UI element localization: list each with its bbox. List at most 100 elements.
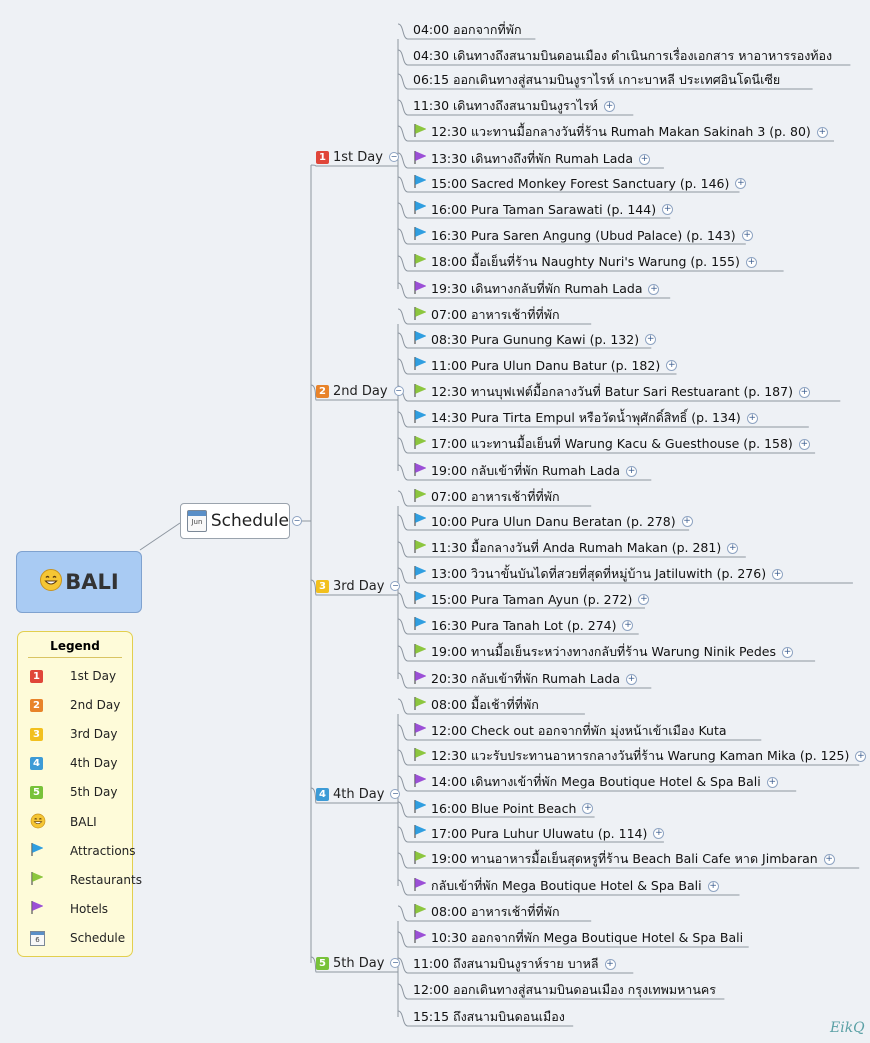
expand-icon[interactable]: + bbox=[681, 515, 693, 527]
expand-icon[interactable]: + bbox=[781, 646, 793, 658]
schedule-item[interactable]: 12:30 แวะรับประทานอาหารกลางวันที่ร้าน Wa… bbox=[413, 747, 867, 765]
schedule-item[interactable]: 16:30 Pura Saren Angung (Ubud Palace) (p… bbox=[413, 226, 753, 244]
schedule-node[interactable]: Jun Schedule bbox=[180, 503, 290, 539]
connector-line bbox=[139, 522, 181, 551]
schedule-item[interactable]: 20:30 กลับเข้าที่พัก Rumah Lada+ bbox=[413, 670, 638, 688]
expand-icon[interactable]: + bbox=[823, 853, 835, 865]
schedule-item[interactable]: 16:00 Blue Point Beach+ bbox=[413, 799, 594, 817]
blue-flag-icon bbox=[413, 512, 427, 530]
item-text: 08:00 อาหารเช้าที่ที่พัก bbox=[431, 904, 560, 919]
day-number-icon: 1 bbox=[30, 669, 43, 683]
schedule-item[interactable]: 16:00 Pura Taman Sarawati (p. 144) + bbox=[413, 200, 674, 218]
expand-icon[interactable]: + bbox=[662, 203, 674, 215]
collapse-icon[interactable]: − bbox=[393, 386, 404, 396]
expand-icon[interactable]: + bbox=[745, 256, 757, 268]
schedule-item[interactable]: 11:30 มื้อกลางวันที่ Anda Rumah Makan (p… bbox=[413, 539, 739, 557]
connector-curve bbox=[397, 176, 409, 193]
collapse-icon[interactable]: − bbox=[390, 958, 401, 968]
schedule-item[interactable]: 14:30 Pura Tirta Empul หรือวัดน้ำพุศักดิ… bbox=[413, 409, 758, 427]
schedule-item[interactable]: 14:00 เดินทางเข้าที่พัก Mega Boutique Ho… bbox=[413, 773, 778, 791]
schedule-item[interactable]: 04:00 ออกจากที่พัก bbox=[413, 21, 522, 39]
schedule-item[interactable]: 15:15 ถึงสนามบินดอนเมือง bbox=[413, 1008, 565, 1026]
item-text: 10:30 ออกจากที่พัก Mega Boutique Hotel &… bbox=[431, 930, 744, 945]
schedule-item[interactable]: 08:00 มื้อเช้าที่ที่พัก bbox=[413, 696, 539, 714]
schedule-collapse-icon[interactable]: − bbox=[292, 516, 302, 526]
schedule-item[interactable]: 10:00 Pura Ulun Danu Beratan (p. 278) + bbox=[413, 512, 693, 530]
schedule-item[interactable]: 06:15 ออกเดินทางสู่สนามบินงูราไรห์ เกาะบ… bbox=[413, 71, 780, 89]
item-text: 16:00 Pura Taman Sarawati (p. 144) bbox=[431, 201, 657, 217]
schedule-item[interactable]: 16:30 Pura Tanah Lot (p. 274)+ bbox=[413, 616, 634, 634]
expand-icon[interactable]: + bbox=[648, 283, 660, 295]
collapse-icon[interactable]: − bbox=[390, 581, 401, 591]
item-text: 10:00 Pura Ulun Danu Beratan (p. 278) bbox=[431, 513, 676, 529]
schedule-item[interactable]: 11:00 Pura Ulun Danu Batur (p. 182)+ bbox=[413, 356, 678, 374]
expand-icon[interactable]: + bbox=[638, 153, 650, 165]
expand-icon[interactable]: + bbox=[798, 386, 810, 398]
schedule-item[interactable]: 17:00 Pura Luhur Uluwatu (p. 114) + bbox=[413, 824, 665, 842]
expand-icon[interactable]: + bbox=[727, 542, 739, 554]
expand-icon[interactable]: + bbox=[772, 568, 784, 580]
schedule-item[interactable]: 04:30 เดินทางถึงสนามบินดอนเมือง ดำเนินกา… bbox=[413, 47, 832, 65]
expand-icon[interactable]: + bbox=[626, 465, 638, 477]
schedule-item[interactable]: 19:00 ทานมื้อเย็นระหว่างทางกลับที่ร้าน W… bbox=[413, 643, 793, 661]
schedule-item[interactable]: 18:00 มื้อเย็นที่ร้าน Naughty Nuri's War… bbox=[413, 253, 757, 271]
schedule-item[interactable]: 13:00 วิวนาขั้นบันไดที่สวยที่สุดที่หมู่บ… bbox=[413, 565, 784, 583]
blue-flag-icon bbox=[413, 174, 427, 192]
schedule-item[interactable]: 15:00 Pura Taman Ayun (p. 272)+ bbox=[413, 590, 650, 608]
expand-icon[interactable]: + bbox=[638, 593, 650, 605]
expand-icon[interactable]: + bbox=[735, 177, 747, 189]
expand-icon[interactable]: + bbox=[653, 827, 665, 839]
expand-icon[interactable]: + bbox=[798, 438, 810, 450]
expand-icon[interactable]: + bbox=[604, 958, 616, 970]
schedule-item[interactable]: 19:00 ทานอาหารมื้อเย็นสุดหรูที่ร้าน Beac… bbox=[413, 850, 835, 868]
expand-icon[interactable]: + bbox=[816, 126, 828, 138]
schedule-item[interactable]: 13:30 เดินทางถึงที่พัก Rumah Lada+ bbox=[413, 150, 650, 168]
schedule-item[interactable]: 08:30 Pura Gunung Kawi (p. 132)+ bbox=[413, 330, 657, 348]
schedule-item[interactable]: กลับเข้าที่พัก Mega Boutique Hotel & Spa… bbox=[413, 877, 719, 895]
schedule-item[interactable]: 11:30 เดินทางถึงสนามบินงูราไรห์ + bbox=[413, 97, 615, 115]
schedule-item[interactable]: 10:30 ออกจากที่พัก Mega Boutique Hotel &… bbox=[413, 929, 743, 947]
schedule-item[interactable]: 12:30 ทานบุฟเฟต์มื้อกลางวันที่ Batur Sar… bbox=[413, 383, 810, 401]
schedule-item[interactable]: 17:00 แวะทานมื้อเย็นที่ Warung Kacu & Gu… bbox=[413, 435, 810, 453]
expand-icon[interactable]: + bbox=[622, 619, 634, 631]
item-text: 17:00 Pura Luhur Uluwatu (p. 114) bbox=[431, 825, 648, 841]
root-node-bali[interactable]: BALI bbox=[16, 551, 142, 613]
green-flag-icon bbox=[413, 253, 427, 271]
expand-icon[interactable]: + bbox=[766, 776, 778, 788]
expand-icon[interactable]: + bbox=[603, 100, 615, 112]
schedule-item[interactable]: 19:30 เดินทางกลับที่พัก Rumah Lada + bbox=[413, 280, 660, 298]
item-text: 15:00 Sacred Monkey Forest Sanctuary (p.… bbox=[431, 175, 730, 191]
legend-label: Restaurants bbox=[70, 873, 142, 887]
schedule-item[interactable]: 12:00 ออกเดินทางสู่สนามบินดอนเมือง กรุงเ… bbox=[413, 981, 716, 999]
expand-icon[interactable]: + bbox=[707, 880, 719, 892]
schedule-item[interactable]: 19:00 กลับเข้าที่พัก Rumah Lada+ bbox=[413, 462, 638, 480]
connector-curve bbox=[397, 49, 409, 66]
expand-icon[interactable]: + bbox=[582, 802, 594, 814]
item-text: 11:30 เดินทางถึงสนามบินงูราไรห์ bbox=[413, 98, 598, 113]
connector-curve bbox=[397, 437, 409, 454]
expand-icon[interactable]: + bbox=[645, 333, 657, 345]
collapse-icon[interactable]: − bbox=[390, 789, 401, 799]
schedule-item[interactable]: 11:00 ถึงสนามบินงูราห์ราย บาหลี+ bbox=[413, 955, 616, 973]
expand-icon[interactable]: + bbox=[855, 750, 867, 762]
expand-icon[interactable]: + bbox=[626, 673, 638, 685]
schedule-item[interactable]: 07:00 อาหารเช้าที่ที่พัก bbox=[413, 488, 560, 506]
expand-icon[interactable]: + bbox=[666, 359, 678, 371]
day-label: 4th Day bbox=[333, 786, 385, 802]
schedule-item[interactable]: 15:00 Sacred Monkey Forest Sanctuary (p.… bbox=[413, 174, 747, 192]
item-text: 19:30 เดินทางกลับที่พัก Rumah Lada bbox=[431, 281, 643, 296]
schedule-item[interactable]: 12:30 แวะทานมื้อกลางวันที่ร้าน Rumah Mak… bbox=[413, 123, 828, 141]
schedule-item[interactable]: 12:00 Check out ออกจากที่พัก มุ่งหน้าเข้… bbox=[413, 722, 727, 740]
collapse-icon[interactable]: − bbox=[388, 152, 399, 162]
expand-icon[interactable]: + bbox=[741, 229, 753, 241]
schedule-item[interactable]: 07:00 อาหารเช้าที่ที่พัก bbox=[413, 306, 560, 324]
schedule-item[interactable]: 08:00 อาหารเช้าที่ที่พัก bbox=[413, 903, 560, 921]
expand-icon[interactable]: + bbox=[746, 412, 758, 424]
